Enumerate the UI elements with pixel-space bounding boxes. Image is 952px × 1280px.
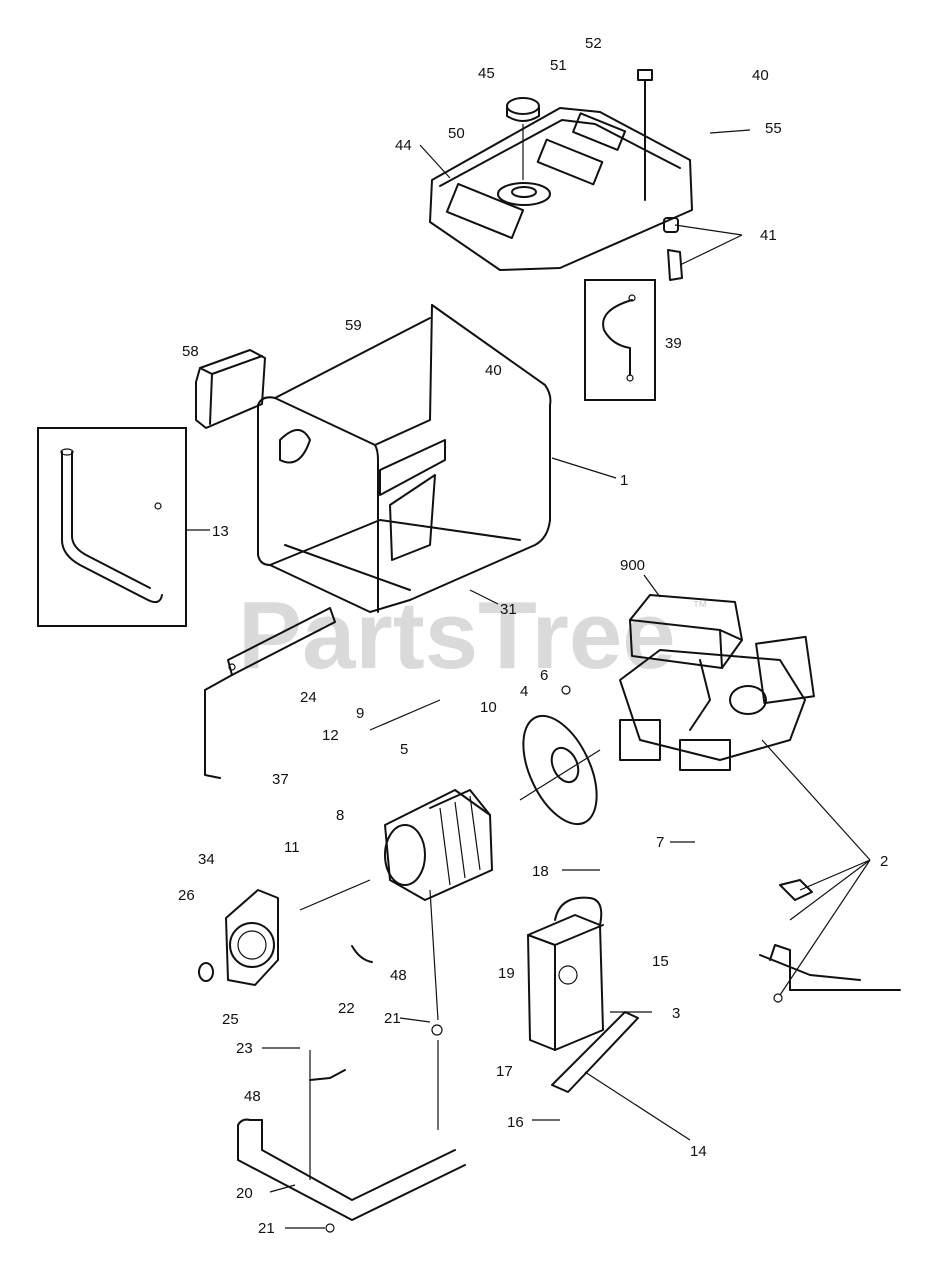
callout-39: 39 [665, 335, 682, 352]
callout-6a: 6 [540, 667, 548, 684]
stator [384, 789, 493, 901]
callout-59: 59 [345, 317, 362, 334]
callout-8: 8 [336, 807, 344, 824]
bracket-24 [204, 607, 336, 779]
callout-18: 18 [532, 863, 549, 880]
pipe-detail-box [37, 427, 187, 627]
callout-40b: 40 [485, 362, 502, 379]
leader-lines [186, 144, 871, 1229]
callout-48a: 48 [390, 967, 407, 984]
callout-21b: 21 [258, 1220, 275, 1237]
callout-40a: 40 [752, 67, 769, 84]
rear-cover [198, 889, 279, 986]
callout-25: 25 [222, 1011, 239, 1028]
callout-44: 44 [395, 137, 412, 154]
callout-labels: 52 45 51 40 55 44 50 41 39 59 58 40 1 13… [178, 35, 888, 1237]
callout-16: 16 [507, 1114, 524, 1131]
callout-48b: 48 [244, 1088, 261, 1105]
cradle-right [759, 879, 901, 1003]
rear-bearing-carrier [522, 685, 598, 826]
watermark-text: PartsTree [238, 582, 676, 689]
callout-13: 13 [212, 523, 229, 540]
callout-2: 2 [880, 853, 888, 870]
callout-900: 900 [620, 557, 645, 574]
callout-34: 34 [198, 851, 215, 868]
callout-4: 4 [520, 683, 528, 700]
heat-shield-bracket [551, 1011, 691, 1141]
callout-17: 17 [496, 1063, 513, 1080]
fuel-line-detail-box [584, 279, 656, 401]
callout-26: 26 [178, 887, 195, 904]
callout-11: 11 [284, 839, 300, 856]
callout-20: 20 [236, 1185, 253, 1202]
callout-55: 55 [765, 120, 782, 137]
callout-15: 15 [652, 953, 669, 970]
callout-51: 51 [550, 57, 567, 74]
callout-14: 14 [690, 1143, 707, 1160]
callout-19: 19 [498, 965, 515, 982]
fuel-tank [429, 107, 693, 271]
watermark-trademark: ™ [692, 599, 708, 616]
callout-37: 37 [272, 771, 289, 788]
muffler [527, 896, 604, 1051]
engine [619, 594, 815, 771]
frame [257, 304, 552, 613]
callout-45: 45 [478, 65, 495, 82]
callout-10: 10 [480, 699, 497, 716]
callout-1: 1 [620, 472, 628, 489]
callout-3: 3 [672, 1005, 680, 1022]
callout-5: 5 [400, 741, 408, 758]
fuel-cap [506, 97, 540, 180]
part-58 [195, 349, 266, 429]
callout-12: 12 [322, 727, 339, 744]
callout-7: 7 [656, 834, 664, 851]
tank-hardware [637, 69, 751, 281]
callout-22: 22 [338, 1000, 355, 1017]
base-cradle [237, 1024, 466, 1233]
callout-9: 9 [356, 705, 364, 722]
callout-41: 41 [760, 227, 777, 244]
callout-52: 52 [585, 35, 602, 52]
callout-24: 24 [300, 689, 317, 706]
callout-50: 50 [448, 125, 465, 142]
callout-31: 31 [500, 601, 517, 618]
callout-21a: 21 [384, 1010, 401, 1027]
callout-58: 58 [182, 343, 199, 360]
callout-23: 23 [236, 1040, 253, 1057]
